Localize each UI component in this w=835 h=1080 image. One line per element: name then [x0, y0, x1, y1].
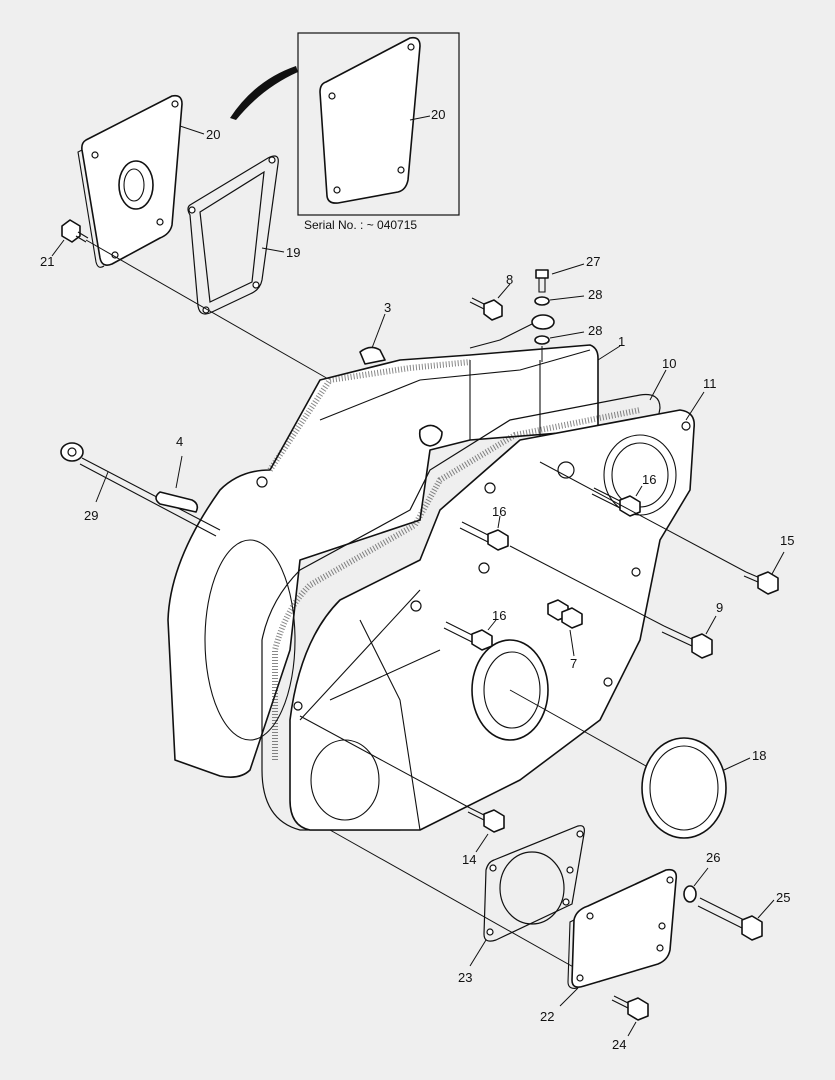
callout-20: 20	[206, 127, 220, 142]
gasket-10: 10	[261, 356, 676, 831]
callout-28-upper: 28	[588, 287, 602, 302]
banjo-bolt-27: 27	[535, 254, 600, 293]
callout-19: 19	[286, 245, 300, 260]
gasket-19: 19	[187, 155, 300, 315]
callout-25: 25	[776, 890, 790, 905]
callout-18: 18	[752, 748, 766, 763]
callout-29: 29	[84, 508, 98, 523]
bolt-25: 25	[697, 890, 790, 941]
callout-15: 15	[780, 533, 794, 548]
bolt-21: 21	[40, 219, 331, 381]
breather-pipe-29: 29	[60, 442, 221, 537]
bolt-16-middle: 16	[459, 504, 509, 551]
callout-4: 4	[176, 434, 183, 449]
serial-label: Serial No. : ~ 040715	[304, 218, 417, 232]
bolt-7: 7	[547, 599, 583, 671]
callout-16-lower: 16	[492, 608, 506, 623]
bolt-16-right: 16	[591, 472, 656, 517]
callout-21: 21	[40, 254, 54, 269]
bolt-24: 24	[611, 995, 649, 1052]
dowel-4: 4	[155, 434, 199, 513]
callout-8: 8	[506, 272, 513, 287]
callout-1: 1	[618, 334, 625, 349]
callout-28-lower: 28	[588, 323, 602, 338]
callout-16-middle: 16	[492, 504, 506, 519]
washer-28-upper: 28	[534, 287, 602, 306]
callout-27: 27	[586, 254, 600, 269]
washer-28-lower: 28	[534, 323, 602, 345]
callout-22: 22	[540, 1009, 554, 1024]
callout-24: 24	[612, 1037, 626, 1052]
bolt-9: 9	[661, 600, 723, 659]
serial-inset: 20 Serial No. : ~ 040715	[297, 32, 460, 232]
cover-plate-20: 20	[77, 94, 220, 268]
inset-cover-plate	[319, 36, 421, 204]
bolt-14: 14	[299, 715, 505, 867]
callout-26: 26	[706, 850, 720, 865]
callout-14: 14	[462, 852, 476, 867]
callout-20-inset: 20	[431, 107, 445, 122]
bolt-15: 15	[743, 533, 794, 595]
callout-9: 9	[716, 600, 723, 615]
cover-plate-22: 22	[540, 868, 678, 1024]
inset-pointer-arrow	[230, 66, 298, 120]
callout-3: 3	[384, 300, 391, 315]
banjo-fitting	[469, 314, 555, 349]
callout-10: 10	[662, 356, 676, 371]
oil-seal-18: 18	[509, 689, 766, 839]
callout-7: 7	[570, 656, 577, 671]
bolt-16-lower: 16	[443, 608, 506, 651]
gasket-23: 23	[458, 825, 585, 985]
washer-26: 26	[683, 850, 720, 903]
callout-23: 23	[458, 970, 472, 985]
bolt-8: 8	[469, 272, 513, 321]
gasket-3-tab	[359, 346, 386, 365]
callout-11: 11	[703, 376, 717, 391]
callout-16-right: 16	[642, 472, 656, 487]
